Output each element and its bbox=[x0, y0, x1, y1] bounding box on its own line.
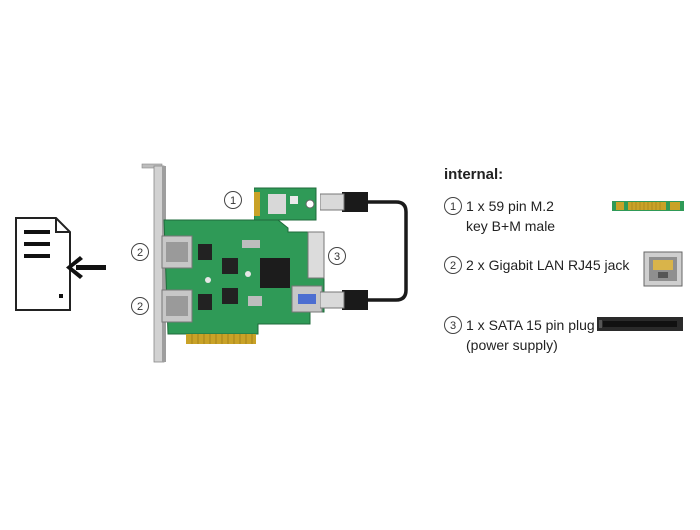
legend-item-2-number: 2 bbox=[444, 256, 462, 274]
legend-item-1-number: 1 bbox=[444, 197, 462, 215]
sata-plug-icon bbox=[597, 316, 683, 332]
legend-item-2-text: 2 x Gigabit LAN RJ45 jack bbox=[466, 255, 629, 275]
document-icon bbox=[14, 216, 72, 312]
m2-connector-icon bbox=[612, 199, 684, 213]
legend-item-1-line2: key B+M male bbox=[466, 218, 556, 234]
rj45-jack-icon bbox=[643, 251, 683, 287]
pcie-card bbox=[138, 162, 338, 366]
m2-module bbox=[254, 186, 320, 224]
callout-lan-port-top: 2 bbox=[131, 243, 149, 261]
arrow-left-icon bbox=[64, 254, 106, 282]
legend-item-1-line1: 1 x 59 pin M.2 bbox=[466, 198, 554, 214]
callout-lan-port-bottom: 2 bbox=[131, 297, 149, 315]
legend-item-3-text: 1 x SATA 15 pin plug (power supply) bbox=[466, 315, 595, 355]
legend-item-3-number: 3 bbox=[444, 316, 462, 334]
callout-m2-module: 1 bbox=[224, 191, 242, 209]
legend-title: internal: bbox=[444, 166, 504, 183]
legend-item-1-text: 1 x 59 pin M.2 key B+M male bbox=[466, 196, 555, 236]
usb-cable bbox=[320, 186, 412, 316]
legend-item-2-line1: 2 x Gigabit LAN RJ45 jack bbox=[466, 257, 630, 273]
callout-sata-plug: 3 bbox=[328, 247, 346, 265]
legend-item-3-line1: 1 x SATA 15 pin plug bbox=[466, 317, 595, 333]
legend-item-3-line2: (power supply) bbox=[466, 337, 558, 353]
